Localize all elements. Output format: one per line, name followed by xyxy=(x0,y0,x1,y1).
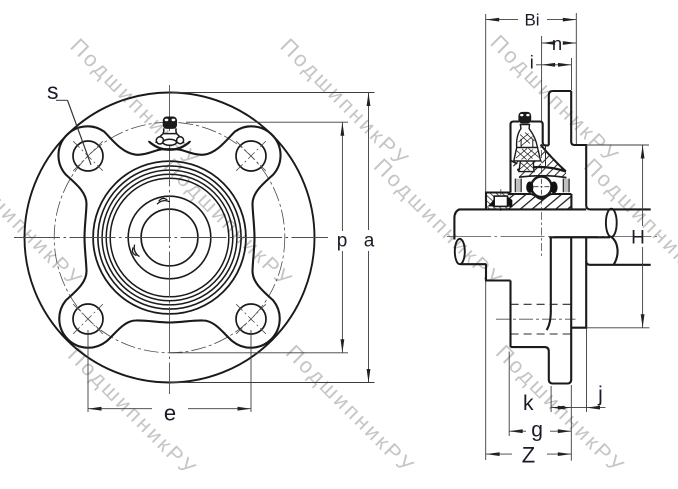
svg-text:Bi: Bi xyxy=(524,11,539,30)
svg-text:H: H xyxy=(631,228,645,249)
svg-text:p: p xyxy=(337,230,348,251)
svg-text:j: j xyxy=(597,383,603,406)
svg-text:i: i xyxy=(530,53,534,73)
svg-text:g: g xyxy=(531,419,543,442)
svg-text:k: k xyxy=(523,392,534,415)
svg-text:Z: Z xyxy=(522,443,535,468)
svg-text:s: s xyxy=(47,78,59,104)
svg-text:n: n xyxy=(552,33,562,54)
svg-text:a: a xyxy=(364,231,375,252)
svg-text:e: e xyxy=(164,401,176,426)
